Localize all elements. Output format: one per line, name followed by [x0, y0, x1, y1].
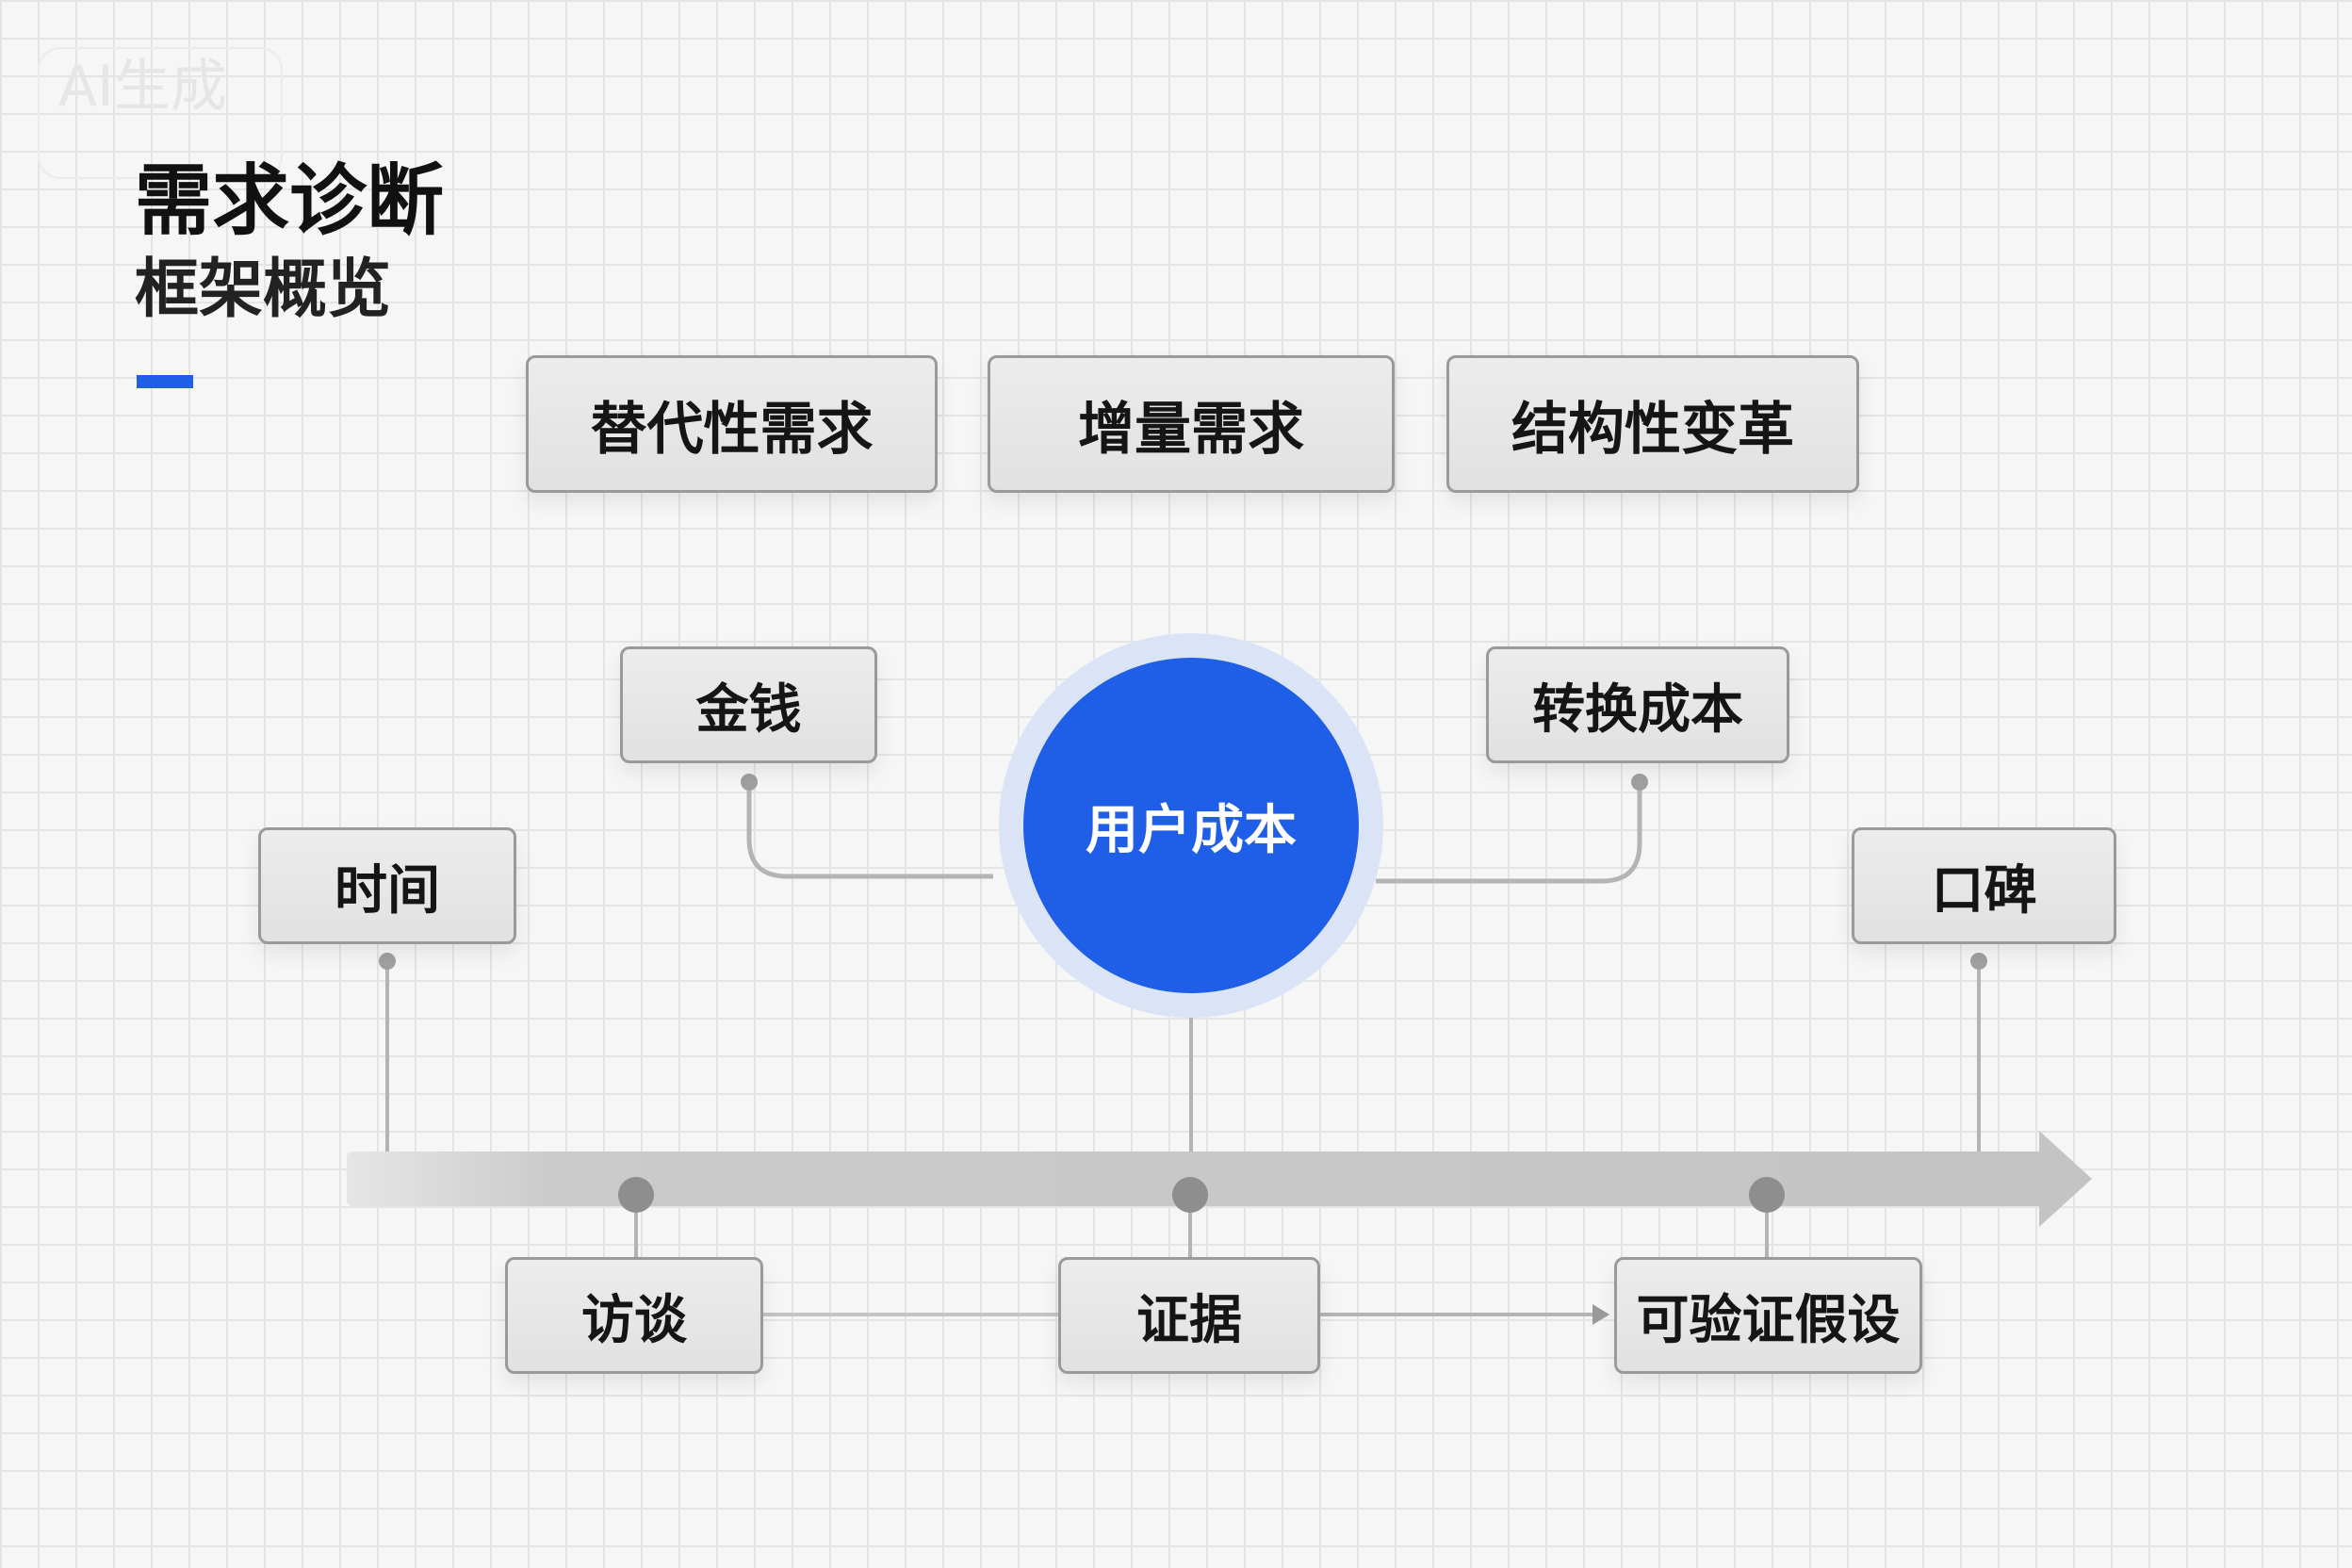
connector-dot-reputation: [1970, 953, 1987, 970]
process-step-interview: 访谈: [505, 1257, 763, 1374]
top-category-structural-change: 结构性变革: [1446, 355, 1859, 493]
hub-user-cost: 用户成本: [1023, 658, 1359, 993]
process-step-evidence: 证据: [1058, 1257, 1320, 1374]
cost-factor-money: 金钱: [620, 646, 877, 763]
flow-arrowhead: [1592, 1304, 1609, 1325]
cost-factor-switching-cost: 转换成本: [1486, 646, 1789, 763]
connector-hub-money: [746, 782, 993, 879]
connector-hub-switching-cost: [1376, 782, 1642, 884]
cost-factor-time: 时间: [258, 827, 516, 944]
connector-dot-switching-cost: [1631, 774, 1648, 791]
title-accent-bar: [137, 375, 193, 388]
milestone-dot-hypothesis: [1749, 1177, 1785, 1213]
connector-dot-time: [379, 953, 396, 970]
ai-generated-watermark: AI生成: [38, 47, 283, 179]
milestone-dot-interview: [618, 1177, 654, 1213]
page-subtitle: 框架概览: [135, 253, 392, 327]
process-step-verifiable-hypothesis: 可验证假设: [1614, 1257, 1922, 1374]
page-title: 需求诊断: [135, 156, 445, 246]
top-category-substitute-demand: 替代性需求: [526, 355, 938, 493]
milestone-dot-evidence: [1172, 1177, 1208, 1213]
connector-dot-money: [741, 774, 758, 791]
timeline-arrowhead: [2039, 1131, 2092, 1227]
top-category-incremental-demand: 增量需求: [988, 355, 1395, 493]
cost-factor-reputation: 口碑: [1852, 827, 2116, 944]
